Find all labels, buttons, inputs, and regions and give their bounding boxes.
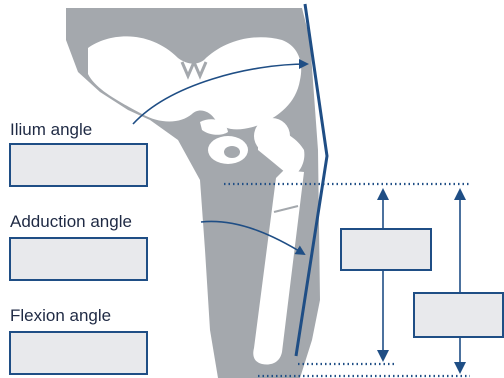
leg-length-box-1[interactable] — [340, 228, 432, 271]
adduction-angle-box[interactable] — [9, 237, 148, 281]
measurement-arrow-long-top — [454, 188, 466, 200]
measurement-arrow-short-top — [377, 188, 389, 200]
flexion-angle-box[interactable] — [9, 331, 148, 375]
obturator-foramen — [224, 146, 240, 158]
leg-length-box-2[interactable] — [413, 292, 504, 338]
ilium-angle-label: Ilium angle — [10, 120, 92, 140]
ilium-angle-box[interactable] — [9, 143, 148, 187]
measurement-arrow-long-bottom — [454, 362, 466, 374]
measurement-arrow-short-bottom — [377, 350, 389, 362]
adduction-angle-label: Adduction angle — [10, 212, 132, 232]
flexion-angle-label: Flexion angle — [10, 306, 111, 326]
